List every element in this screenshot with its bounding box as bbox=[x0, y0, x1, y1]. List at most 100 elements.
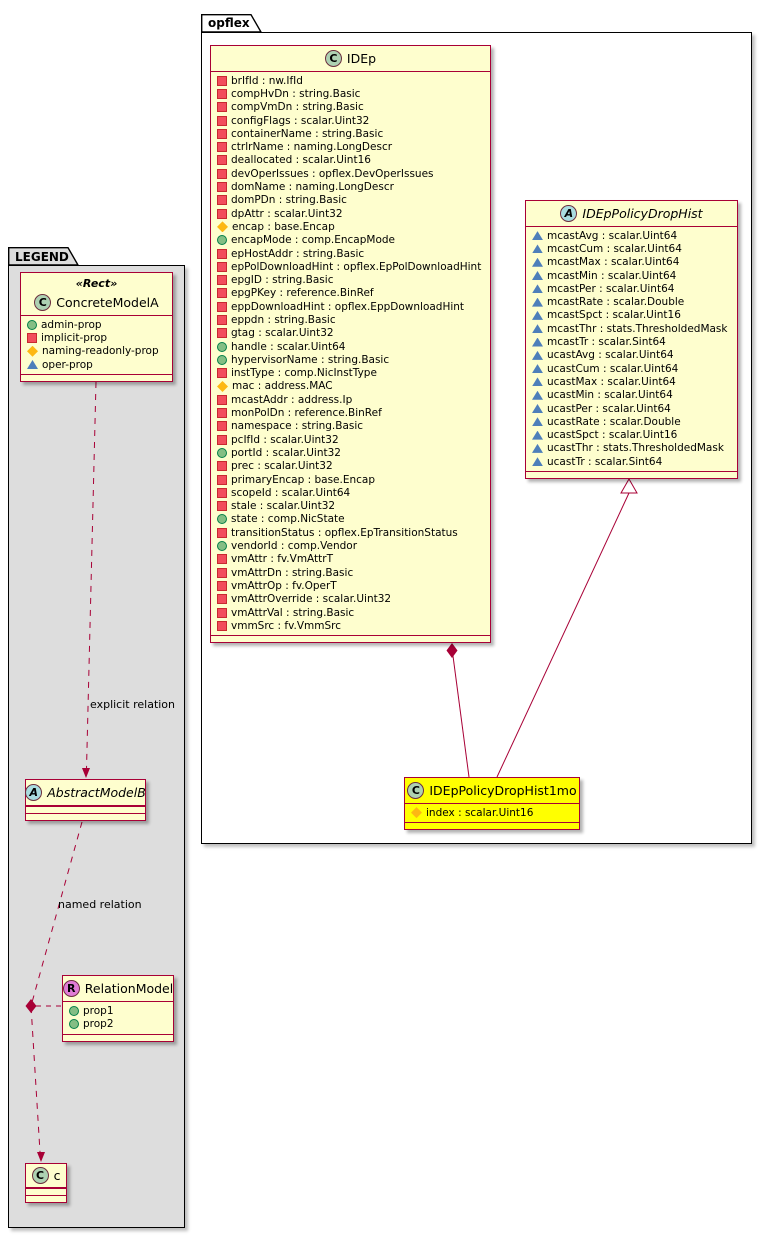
class-title: C ConcreteModelA bbox=[21, 290, 172, 316]
class-member-row: scopeId : scalar.Uint64 bbox=[211, 486, 490, 499]
class-title: A IDEpPolicyDropHist bbox=[526, 201, 737, 227]
visibility-private-icon bbox=[217, 275, 227, 286]
class-member-row: namespace : string.Basic bbox=[211, 420, 490, 433]
visibility-public-icon bbox=[217, 354, 227, 365]
visibility-private-icon bbox=[217, 487, 227, 498]
class-member-row: dpAttr : scalar.Uint32 bbox=[211, 207, 490, 220]
visibility-private-icon bbox=[217, 434, 227, 445]
visibility-public-icon bbox=[217, 447, 227, 458]
member-label: dpAttr : scalar.Uint32 bbox=[231, 207, 343, 220]
visibility-private-icon bbox=[217, 527, 227, 538]
class-member-row: ctrlrName : naming.LongDescr bbox=[211, 140, 490, 153]
class-name: c bbox=[53, 1168, 61, 1183]
class-name: IDEpPolicyDropHist bbox=[582, 206, 703, 221]
class-attributes-compartment bbox=[26, 806, 145, 813]
class-member-row: mcastAvg : scalar.Uint64 bbox=[526, 229, 737, 242]
class-member-row: mcastTr : scalar.Sint64 bbox=[526, 335, 737, 348]
class-title: R RelationModel bbox=[62, 976, 173, 1002]
visibility-private-icon bbox=[217, 182, 227, 193]
class-spot-icon: C bbox=[31, 1167, 49, 1184]
member-label: state : comp.NicState bbox=[231, 513, 345, 526]
member-label: mcastMin : scalar.Uint64 bbox=[547, 269, 677, 282]
member-label: prop2 bbox=[83, 1017, 114, 1030]
visibility-package-icon bbox=[532, 417, 543, 427]
visibility-package-icon bbox=[532, 443, 543, 453]
visibility-package-icon bbox=[532, 350, 543, 360]
class-member-row: primaryEncap : base.Encap bbox=[211, 473, 490, 486]
visibility-private-icon bbox=[217, 208, 227, 219]
class-member-row: ucastPer : scalar.Uint64 bbox=[526, 402, 737, 415]
visibility-private-icon bbox=[217, 394, 227, 405]
class-member-row: containerName : string.Basic bbox=[211, 127, 490, 140]
visibility-package-icon bbox=[532, 271, 543, 281]
class-title: C IDEpPolicyDropHist1mo bbox=[405, 778, 579, 804]
opflex-package-label: opflex bbox=[208, 16, 250, 30]
member-label: ucastAvg : scalar.Uint64 bbox=[547, 349, 674, 362]
class-member-row: mcastCum : scalar.Uint64 bbox=[526, 242, 737, 255]
visibility-package-icon bbox=[532, 390, 543, 400]
visibility-private-icon bbox=[217, 328, 227, 339]
class-member-row: oper-prop bbox=[21, 358, 172, 371]
class-member-row: brIfId : nw.IfId bbox=[211, 74, 490, 87]
member-label: vmAttrOp : fv.OperT bbox=[231, 579, 337, 592]
class-stereotype: «Rect» bbox=[75, 277, 118, 290]
member-label: portId : scalar.Uint32 bbox=[231, 446, 341, 459]
class-spot-icon: C bbox=[34, 294, 52, 311]
class-member-row: configFlags : scalar.Uint32 bbox=[211, 114, 490, 127]
class-member-row: ucastRate : scalar.Double bbox=[526, 415, 737, 428]
visibility-private-icon bbox=[217, 168, 227, 179]
member-label: containerName : string.Basic bbox=[231, 127, 384, 140]
visibility-package-icon bbox=[532, 284, 543, 294]
member-label: mcastPer : scalar.Uint64 bbox=[547, 282, 675, 295]
member-label: naming-readonly-prop bbox=[42, 345, 159, 358]
member-label: encap : base.Encap bbox=[232, 220, 335, 233]
visibility-protected-icon bbox=[27, 345, 38, 357]
class-box-idep-policy-drop-hist-1mo: C IDEpPolicyDropHist1mo index : scalar.U… bbox=[404, 777, 580, 831]
visibility-private-icon bbox=[217, 301, 227, 312]
class-member-row: ucastMin : scalar.Uint64 bbox=[526, 389, 737, 402]
legend-package-label: LEGEND bbox=[15, 250, 69, 264]
class-member-row: epPolDownloadHint : opflex.EpPolDownload… bbox=[211, 260, 490, 273]
class-member-row: vmAttr : fv.VmAttrT bbox=[211, 553, 490, 566]
visibility-private-icon bbox=[217, 607, 227, 618]
class-member-row: epHostAddr : string.Basic bbox=[211, 247, 490, 260]
member-label: transitionStatus : opflex.EpTransitionSt… bbox=[231, 526, 458, 539]
class-member-row: state : comp.NicState bbox=[211, 513, 490, 526]
member-label: scopeId : scalar.Uint64 bbox=[231, 486, 351, 499]
class-name: IDEp bbox=[346, 51, 377, 66]
class-member-row: ucastMax : scalar.Uint64 bbox=[526, 375, 737, 388]
class-methods-compartment bbox=[21, 374, 172, 381]
class-member-row: vmAttrVal : string.Basic bbox=[211, 606, 490, 619]
member-label: mac : address.MAC bbox=[232, 380, 333, 393]
class-member-row: prec : scalar.Uint32 bbox=[211, 460, 490, 473]
member-label: mcastMax : scalar.Uint64 bbox=[547, 256, 680, 269]
class-member-row: ucastTr : scalar.Sint64 bbox=[526, 455, 737, 468]
visibility-public-icon bbox=[69, 1018, 79, 1029]
class-member-row: mcastAddr : address.Ip bbox=[211, 393, 490, 406]
member-label: ucastPer : scalar.Uint64 bbox=[547, 402, 671, 415]
edge-label-named-relation: named relation bbox=[58, 898, 142, 911]
class-member-row: deallocated : scalar.Uint16 bbox=[211, 154, 490, 167]
member-label: hypervisorName : string.Basic bbox=[231, 353, 390, 366]
member-label: implicit-prop bbox=[41, 331, 108, 344]
class-member-row: eppdn : string.Basic bbox=[211, 313, 490, 326]
visibility-private-icon bbox=[217, 102, 227, 113]
visibility-package-icon bbox=[27, 360, 38, 370]
member-label: deallocated : scalar.Uint16 bbox=[231, 154, 371, 167]
visibility-package-icon bbox=[532, 244, 543, 254]
member-label: compVmDn : string.Basic bbox=[231, 101, 364, 114]
class-member-row: encap : base.Encap bbox=[211, 220, 490, 233]
member-label: ucastMax : scalar.Uint64 bbox=[547, 375, 676, 388]
member-label: vmAttr : fv.VmAttrT bbox=[231, 553, 334, 566]
member-label: prec : scalar.Uint32 bbox=[231, 460, 333, 473]
class-member-row: portId : scalar.Uint32 bbox=[211, 446, 490, 459]
member-label: mcastTr : scalar.Sint64 bbox=[547, 336, 666, 349]
member-label: mcastCum : scalar.Uint64 bbox=[547, 242, 682, 255]
class-methods-compartment bbox=[526, 471, 737, 478]
class-member-row: admin-prop bbox=[21, 318, 172, 331]
member-label: eppdn : string.Basic bbox=[231, 313, 336, 326]
member-label: epgPKey : reference.BinRef bbox=[231, 287, 374, 300]
